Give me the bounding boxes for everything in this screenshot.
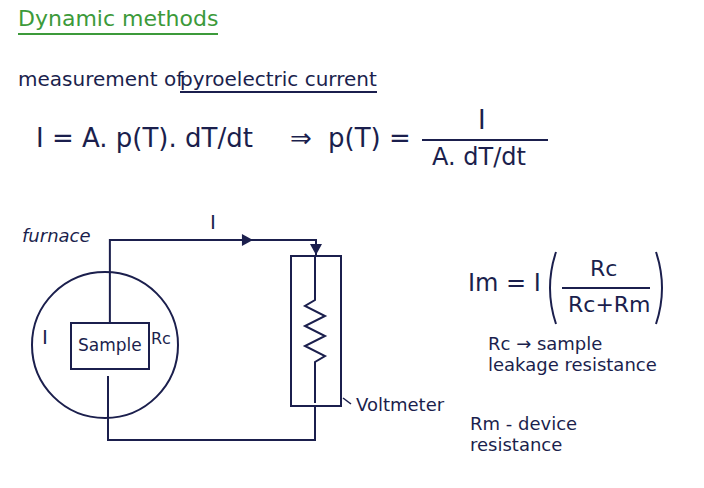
numerator: I xyxy=(478,106,486,136)
resistance-label: Rc xyxy=(151,330,171,348)
slide-title: Dynamic methods xyxy=(18,6,218,35)
equation: p(T) = xyxy=(328,124,411,154)
denominator: A. dT/dt xyxy=(432,144,526,172)
parenthesis xyxy=(656,252,662,324)
furnace-outline xyxy=(32,272,178,418)
node-heading: furnace xyxy=(22,226,91,247)
voltmeter-box: Voltmeter xyxy=(290,255,342,407)
fraction-bar xyxy=(562,287,650,289)
leader-line xyxy=(343,398,351,404)
arrow-head xyxy=(242,234,253,246)
denominator: Rc+Rm xyxy=(568,292,651,317)
furnace-circle: furnaceSample xyxy=(30,270,180,420)
definition-note: Rm - device resistance xyxy=(470,414,670,455)
equation: I = A. p(T). dT/dt xyxy=(36,124,253,154)
node-text: Sample xyxy=(78,336,142,356)
definition-note: Rc → sample leakage resistance xyxy=(488,334,658,375)
text-line: measurement of xyxy=(18,68,183,91)
underlined-term: pyroelectric current xyxy=(180,68,377,93)
edge-label: I xyxy=(207,211,219,234)
equation: Im = I xyxy=(468,270,541,298)
resistor-symbol xyxy=(305,257,325,403)
current-label: I xyxy=(42,326,48,349)
return-wire xyxy=(108,376,315,440)
numerator: Rc xyxy=(590,256,617,281)
fraction-bar xyxy=(422,139,548,141)
arrow-head xyxy=(310,244,322,255)
parenthesis xyxy=(550,252,556,324)
sample-box: Sample xyxy=(70,322,150,370)
implies-symbol: ⇒ xyxy=(290,124,312,154)
node-caption: Voltmeter xyxy=(356,395,444,416)
